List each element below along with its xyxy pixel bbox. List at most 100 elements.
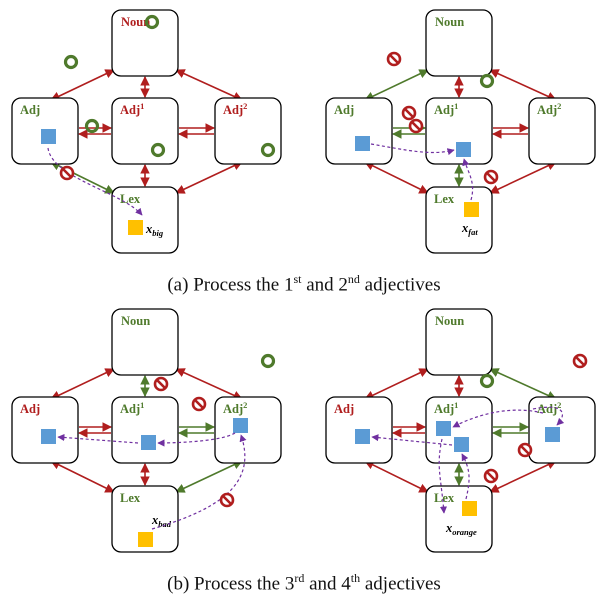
edge-noun-adj <box>364 69 429 101</box>
red-prohibition-icon <box>572 353 588 369</box>
hidden-state-square <box>436 421 451 436</box>
node-label-adj: Adj <box>334 103 354 117</box>
node-label-adj1: Adj1 <box>434 400 458 416</box>
green-ring-icon <box>84 118 100 134</box>
node-lex: Lex <box>111 186 179 254</box>
info-flow-arrow <box>47 147 143 216</box>
node-label-lex: Lex <box>434 192 455 206</box>
node-adj1: Adj1 <box>111 97 179 165</box>
node-label-lex: Lex <box>434 491 455 505</box>
edge-adj2-lex <box>175 460 243 493</box>
info-flow-arrow <box>532 406 565 426</box>
edge-adj1-adj2 <box>492 123 529 139</box>
node-label-adj2: Adj2 <box>223 400 247 416</box>
edge-adj-adj1 <box>78 123 112 139</box>
green-ring-icon <box>260 353 276 369</box>
node-label-adj1: Adj1 <box>120 400 144 416</box>
green-ring-icon <box>260 142 276 158</box>
input-square <box>138 532 153 547</box>
node-label-adj1: Adj1 <box>120 101 144 117</box>
info-flow-arrow <box>151 434 247 530</box>
red-prohibition-icon <box>219 492 235 508</box>
node-noun: Noun <box>111 308 179 376</box>
node-label-adj1: Adj1 <box>434 101 458 117</box>
edge-noun-adj <box>50 368 115 400</box>
red-prohibition-icon <box>59 165 75 181</box>
node-adj2: Adj2 <box>528 97 596 165</box>
red-prohibition-icon <box>191 396 207 412</box>
node-adj1: Adj1 <box>111 396 179 464</box>
info-flow-arrow <box>157 432 236 447</box>
node-adj1: Adj1 <box>425 396 493 464</box>
edge-adj1-adj2 <box>178 422 215 438</box>
node-label-noun: Noun <box>121 314 150 328</box>
info-flow-arrow <box>57 433 139 444</box>
node-noun: Noun <box>425 308 493 376</box>
info-flow-arrow <box>462 158 474 201</box>
edge-noun-adj2 <box>175 368 243 400</box>
hidden-state-square <box>233 418 248 433</box>
node-label-noun: Noun <box>121 15 150 29</box>
input-square <box>464 202 479 217</box>
hidden-state-square <box>454 437 469 452</box>
red-prohibition-icon <box>483 169 499 185</box>
node-label-adj2: Adj2 <box>537 101 561 117</box>
edge-noun-adj2 <box>175 69 243 101</box>
node-noun: Noun <box>111 9 179 77</box>
edge-adj-lex <box>364 460 429 493</box>
edge-adj-adj1 <box>78 422 112 438</box>
node-label-lex: Lex <box>120 491 141 505</box>
red-prohibition-icon <box>408 118 424 134</box>
hidden-state-square <box>41 429 56 444</box>
node-adj: Adj <box>325 97 393 165</box>
hidden-state-square <box>456 142 471 157</box>
node-label-noun: Noun <box>435 314 464 328</box>
edge-adj2-lex <box>175 161 243 194</box>
node-lex: Lex <box>425 485 493 553</box>
edge-adj-lex <box>50 460 115 493</box>
node-label-adj: Adj <box>20 103 40 117</box>
node-label-noun: Noun <box>435 15 464 29</box>
green-ring-icon <box>479 73 495 89</box>
edge-adj-adj1 <box>392 422 426 438</box>
hidden-state-square <box>141 435 156 450</box>
edge-noun-adj2 <box>489 69 557 101</box>
node-label-lex: Lex <box>120 192 141 206</box>
edge-adj1-adj2 <box>492 422 529 438</box>
hidden-state-square <box>355 136 370 151</box>
hidden-state-square <box>545 427 560 442</box>
node-lex: Lex <box>111 485 179 553</box>
input-square <box>462 501 477 516</box>
red-prohibition-icon <box>386 51 402 67</box>
red-prohibition-icon <box>483 468 499 484</box>
input-square <box>128 220 143 235</box>
node-noun: Noun <box>425 9 493 77</box>
edge-adj-lex <box>364 161 429 194</box>
info-flow-arrow <box>371 434 453 446</box>
info-flow-arrow <box>452 409 544 428</box>
node-lex: Lex <box>425 186 493 254</box>
edge-noun-adj2 <box>489 368 557 400</box>
green-ring-icon <box>63 54 79 70</box>
red-prohibition-icon <box>153 376 169 392</box>
hidden-state-square <box>355 429 370 444</box>
caption-a: (a) Process the 1st and 2nd adjectives <box>167 272 441 296</box>
edge-noun-adj <box>364 368 429 400</box>
info-flow-arrow <box>370 143 455 156</box>
red-prohibition-icon <box>517 442 533 458</box>
node-adj1: Adj1 <box>425 97 493 165</box>
edge-adj2-lex <box>489 460 557 493</box>
red-prohibition-icon <box>401 105 417 121</box>
node-label-adj: Adj <box>20 402 40 416</box>
green-ring-icon <box>144 14 160 30</box>
green-ring-icon <box>150 142 166 158</box>
edge-adj1-adj2 <box>178 123 215 139</box>
edge-adj2-lex <box>489 161 557 194</box>
hidden-state-square <box>41 129 56 144</box>
node-label-adj2: Adj2 <box>223 101 247 117</box>
node-adj2: Adj2 <box>528 396 596 464</box>
edge-noun-adj <box>50 69 115 101</box>
node-label-adj: Adj <box>334 402 354 416</box>
caption-b: (b) Process the 3rd and 4th adjectives <box>167 571 441 595</box>
